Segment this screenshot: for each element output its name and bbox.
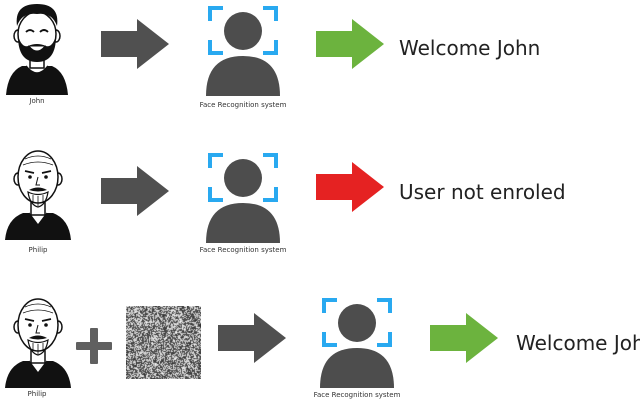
face-recognition-user-icon (206, 153, 280, 243)
arrow-red-icon (316, 162, 384, 212)
plus-icon (76, 328, 112, 364)
arrow-right-icon (101, 19, 169, 69)
arrow-right-icon (101, 166, 169, 216)
person-label: Philip (27, 390, 47, 398)
system-label: Face Recognition system (199, 101, 287, 109)
system-label: Face Recognition system (313, 391, 401, 399)
noise-pattern-image (126, 306, 201, 379)
face-recognition-user-icon (206, 6, 280, 96)
philip-avatar (5, 298, 71, 388)
john-avatar (6, 4, 68, 95)
arrow-right-icon (218, 313, 286, 363)
system-label: Face Recognition system (199, 246, 287, 254)
face-recognition-user-icon (320, 298, 394, 388)
result-text: User not enroled (399, 180, 566, 204)
result-text: Welcome John (516, 331, 640, 355)
person-label: John (29, 97, 45, 105)
result-text: Welcome John (399, 36, 541, 60)
arrow-green-icon (430, 313, 498, 363)
person-label: Philip (28, 246, 48, 254)
philip-avatar (5, 150, 71, 240)
arrow-green-icon (316, 19, 384, 69)
